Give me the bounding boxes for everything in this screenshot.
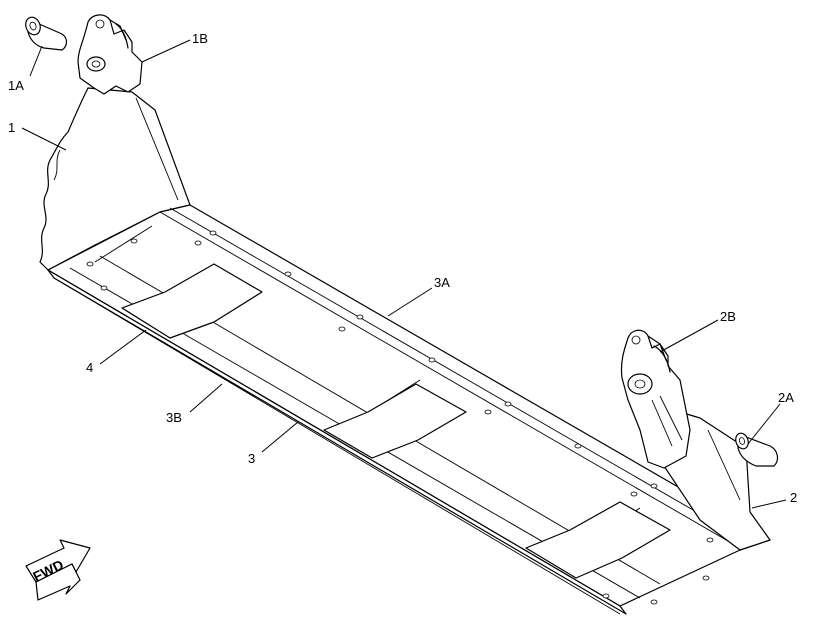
leader-lines [21, 39, 787, 509]
callout-4: 4 [86, 360, 93, 375]
right-pivot-bracket [620, 329, 691, 469]
callout-2a: 2A [778, 390, 794, 405]
wear-plate-right [525, 501, 671, 579]
left-pivot-pin [25, 16, 68, 51]
left-end-plate [39, 87, 191, 271]
callout-2: 2 [790, 490, 797, 505]
bolt-hole-row [86, 230, 730, 605]
callout-3a: 3A [434, 275, 450, 290]
callout-labels: 1A 1B 1 3A 4 3B 3 2B 2A 2 [8, 31, 797, 505]
callout-3: 3 [248, 451, 255, 466]
callout-3b: 3B [166, 410, 182, 425]
callout-1b: 1B [192, 31, 208, 46]
forward-direction-arrow: FWD [25, 539, 91, 601]
right-pivot-pin [735, 432, 779, 467]
callout-2b: 2B [720, 309, 736, 324]
wear-plate-left [121, 263, 263, 339]
wear-plate-middle [323, 383, 467, 459]
left-pivot-bracket [77, 14, 143, 95]
callout-1a: 1A [8, 78, 24, 93]
callout-1: 1 [8, 120, 15, 135]
